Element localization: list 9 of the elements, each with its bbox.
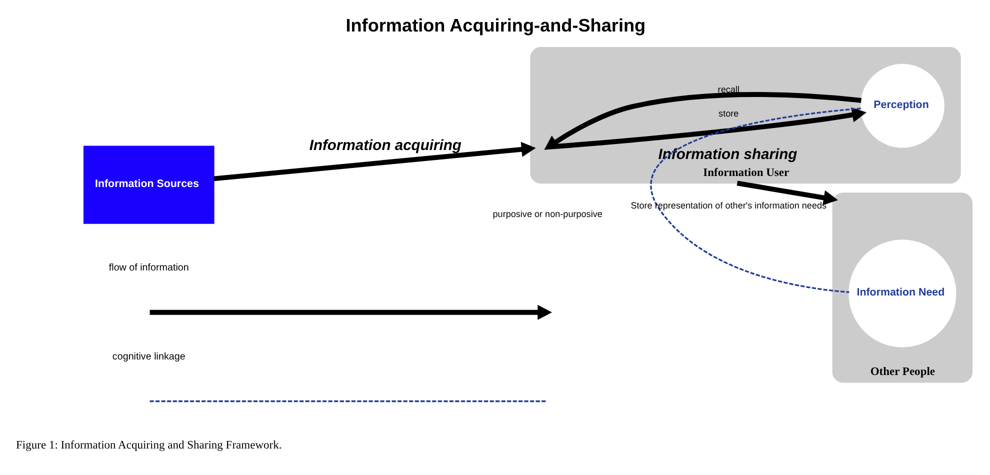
label: purposive or non-purposive xyxy=(492,208,602,219)
legend-label: cognitive linkage xyxy=(112,351,185,362)
diagram-title: Information Acquiring-and-Sharing xyxy=(345,15,646,36)
edge-label: Information acquiring xyxy=(308,138,461,154)
edge-label: recall xyxy=(717,84,739,95)
legend-label: flow of information xyxy=(108,262,188,274)
edge-label: store xyxy=(718,108,738,118)
edge-label: Store representation of other's information needs xyxy=(630,200,826,211)
caption: Figure 1: Information Acquiring and Sharing Framework. xyxy=(16,440,282,452)
